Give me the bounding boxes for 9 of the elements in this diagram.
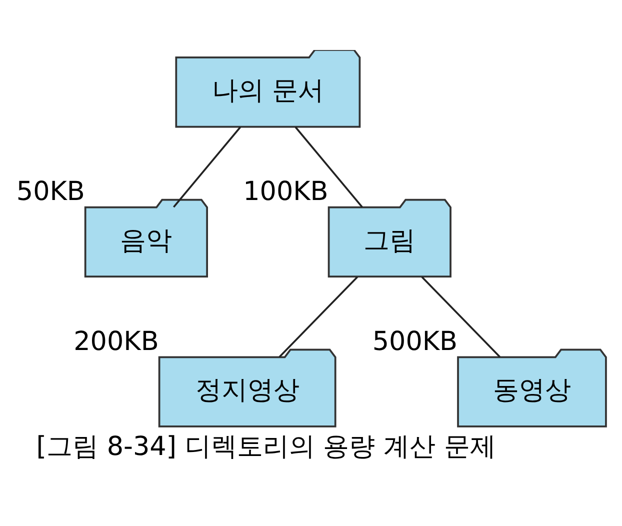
node-label: 100KB [243,176,328,207]
caption: [그림 8-34] 디렉토리의 용량 계산 문제 [36,431,496,462]
node-label: 200KB [74,326,159,357]
connector [278,276,358,358]
node-label: 50KB [16,176,85,207]
connector [172,126,242,208]
connector [421,276,500,358]
node-label: 500KB [372,326,458,357]
connector [294,126,363,208]
